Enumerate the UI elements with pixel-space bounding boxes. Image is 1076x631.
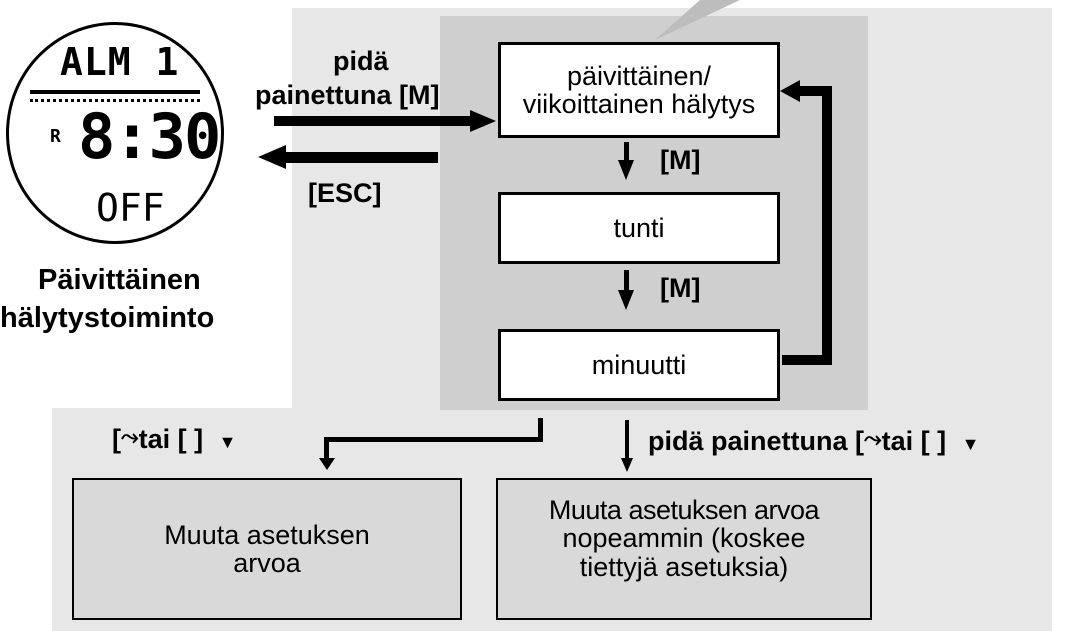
step-arrow-label-2: [M] (660, 273, 701, 303)
step-arrow-label-1: [M] (660, 145, 701, 175)
left-branch-label-prefix: [ (112, 424, 121, 454)
enter-label-line1: pidä (333, 46, 389, 76)
watch-lcd-mode: R (50, 126, 61, 147)
outcome-box-change-value-faster: Muuta asetuksen arvoa nopeammin (koskee … (496, 478, 872, 620)
watch-lcd-divider (30, 90, 200, 94)
step-label-line2: viikoittainen hälytys (522, 89, 756, 119)
outcome-text-line1: Muuta asetuksen (164, 519, 370, 550)
left-branch-label: [⤳tai [ ] ▼ (112, 424, 236, 455)
enter-label-line2: painettuna [M] (255, 80, 440, 110)
outcome-text-line1: Muuta asetuksen arvoa (548, 495, 820, 525)
step-box-hour: tunti (498, 192, 780, 264)
watch-lcd-time: 8:30 (78, 100, 221, 173)
down-button-icon: ▼ (218, 432, 237, 452)
down-button-icon: ▼ (961, 434, 980, 454)
step-box-minute: minuutti (498, 329, 780, 401)
watch-lcd-top: ALM 1 (60, 40, 180, 84)
left-branch-label-rest: tai [ ] (138, 424, 204, 454)
outcome-box-change-value: Muuta asetuksen arvoa (72, 478, 462, 620)
step-label: minuutti (591, 349, 687, 380)
right-branch-label: pidä painettuna [⤳tai [ ] ▼ (648, 426, 979, 457)
watch-lcd-status: OFF (96, 186, 165, 230)
outcome-text-line2: arvoa (233, 548, 301, 578)
esc-label: [ESC] (308, 178, 382, 208)
up-button-icon: ⤳ (864, 426, 882, 451)
watch-caption-line2: hälytystoiminto (0, 302, 215, 334)
watch-face (6, 22, 224, 244)
up-button-icon: ⤳ (121, 424, 139, 449)
right-branch-label-rest: tai [ ] (881, 426, 947, 456)
right-branch-label-main: pidä painettuna [ (648, 426, 864, 456)
outcome-text-line3: tiettyjä asetuksia) (579, 551, 789, 582)
watch-caption-line1: Päivittäinen (38, 264, 201, 296)
outcome-text-line2: nopeammin (koskee (562, 523, 806, 554)
step-box-alarm-type: päivittäinen/ viikoittainen hälytys (498, 42, 780, 138)
watch-lcd-divider-dotted (30, 99, 200, 102)
step-label-line1: päivittäinen/ (566, 60, 712, 91)
step-label: tunti (613, 212, 665, 243)
